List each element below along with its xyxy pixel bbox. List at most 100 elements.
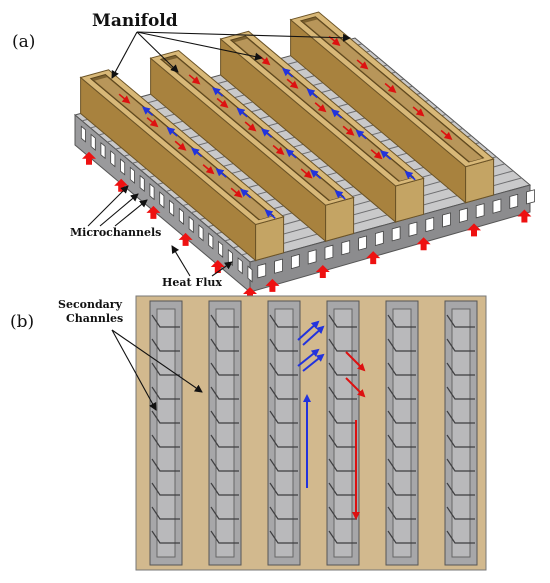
manifold-outlet-flow-arrow (216, 97, 229, 108)
manifold-outlet-flow-arrow (174, 140, 187, 151)
inlet-flow-arrows (297, 320, 325, 488)
microchannel-slot (408, 221, 418, 237)
secondary-channel (210, 506, 239, 520)
heat-flux-arrow (416, 237, 431, 251)
manifold-outlet-flow-arrow (440, 129, 453, 141)
manifold-outlet-flow-arrow (300, 168, 313, 179)
secondary-channel (210, 338, 239, 352)
gap-inlet-flow-arrow (306, 88, 318, 99)
secondary-channel (151, 410, 180, 424)
heat-flux-arrow (366, 251, 381, 265)
secondary-channel (328, 482, 357, 496)
secondary-channel (151, 482, 180, 496)
secondary-channel (446, 314, 475, 328)
secondary-channel (328, 506, 357, 520)
microchannel-inner-channel (215, 308, 235, 558)
secondary-channel (446, 362, 475, 376)
manifold-label: Manifold (92, 11, 178, 31)
secondary-channel (151, 362, 180, 376)
microchannel-slot (90, 133, 96, 151)
microchannel-slot (237, 257, 243, 275)
secondary-channels-leader-lines (111, 329, 203, 411)
microchannel-slot (442, 212, 451, 228)
microchannel-inner-channel (156, 308, 176, 558)
secondary-channel (446, 410, 475, 424)
heat-flux-leader-lines (171, 245, 233, 277)
secondary-channel (328, 338, 357, 352)
microchannel-slot (188, 215, 194, 234)
manifold-outlet-flow-arrow (188, 74, 201, 85)
manifold-outlet-flow-arrow (272, 144, 285, 156)
secondary-channel (387, 314, 416, 328)
secondary-channel (446, 530, 475, 544)
heat-flux-arrow (82, 151, 96, 165)
microchannel-slot (475, 203, 485, 219)
microchannel-slot (307, 249, 317, 265)
secondary-channel (269, 458, 298, 472)
secondary-channel (210, 362, 239, 376)
heat-flux-arrow (146, 205, 161, 219)
microchannel-leader-lines (87, 185, 148, 227)
heat-flux-arrow (467, 223, 481, 237)
gap-inlet-flow-arrow (334, 190, 346, 200)
secondary-channel (210, 410, 239, 424)
secondary-channel (151, 314, 180, 328)
heat-flux-arrow (315, 264, 330, 278)
secondary-channel (210, 386, 239, 400)
inlet-flow-arrow-diag (302, 325, 325, 346)
gap-inlet-flow-arrow (212, 87, 224, 97)
microchannel-inner-channel (451, 308, 471, 558)
microchannel-slot (257, 263, 267, 279)
microchannel-slot (374, 230, 384, 247)
secondary-channel (446, 434, 475, 448)
microchannel-slot (149, 183, 155, 201)
manifold-outlet-flow-arrow (314, 102, 327, 113)
manifold-blocks (79, 11, 495, 262)
secondary-channel (387, 506, 416, 520)
microchannel-slot (208, 232, 214, 250)
manifold-outlet-flow-arrow (118, 93, 131, 104)
microchannel-slots (80, 125, 535, 283)
microchannel-slot (324, 244, 334, 260)
gap-inlet-flow-arrow (331, 109, 343, 119)
gap-inlet-flow-arrow (404, 170, 416, 181)
microchannel-slot (509, 193, 519, 210)
inlet-flow-arrow-diag (297, 348, 320, 367)
inlet-flow-arrow-diag (302, 353, 325, 372)
secondary-channel (387, 410, 416, 424)
secondary-channel (151, 386, 180, 400)
secondary-channel (328, 434, 357, 448)
manifold-outlet-flow-arrow (384, 82, 397, 93)
manifold-outlet-flow-arrow (412, 106, 425, 117)
secondary-channel (387, 482, 416, 496)
secondary-channel (328, 362, 357, 376)
microchannel-slot (139, 174, 145, 193)
outlet-flow-arrow-diag (345, 377, 366, 398)
secondary-channel (269, 530, 298, 544)
heat-flux-arrow (517, 209, 532, 223)
secondary-channel (210, 458, 239, 472)
secondary-channels (151, 314, 475, 544)
gap-inlet-flow-arrow (355, 129, 367, 140)
manifold-block-4 (289, 11, 495, 204)
microchannel-slot (159, 191, 165, 209)
secondary-channel (446, 338, 475, 352)
secondary-channel (210, 434, 239, 448)
microchannel-slot (178, 207, 184, 225)
manifold-outlet-flow-arrow (342, 125, 355, 136)
gap-inlet-flow-arrow (264, 209, 276, 219)
microchannel-slot (358, 235, 367, 251)
microchannels-label: Microchannels (70, 226, 161, 239)
secondary-channel (387, 458, 416, 472)
microchannel-slot (341, 240, 351, 256)
secondary-channel (151, 434, 180, 448)
microchannel-slot (526, 189, 535, 205)
microchannel-slot (425, 216, 435, 233)
gap-inlet-flow-arrow (240, 188, 252, 199)
manifold-outlet-flow-arrow (356, 59, 369, 70)
gap-inlet-flow-arrow (380, 150, 392, 160)
manifold-outlet-flow-arrow (370, 149, 383, 160)
heat-flux-arrow (210, 259, 225, 273)
secondary-channel (269, 338, 298, 352)
